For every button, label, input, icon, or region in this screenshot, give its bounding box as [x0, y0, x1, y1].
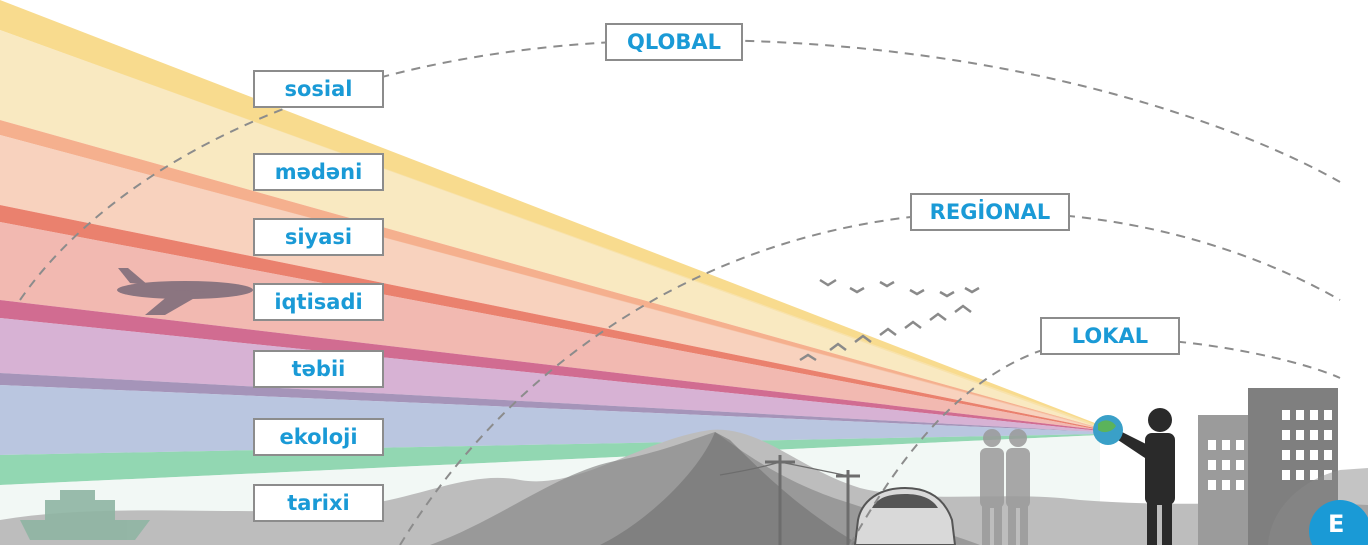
factor-beams	[0, 0, 1100, 545]
beam-madani-soft	[0, 135, 1100, 429]
ship-icon	[20, 490, 150, 540]
beam-madani	[0, 120, 1100, 429]
label-factor-tarixi: tarixi	[253, 484, 384, 522]
label-factor-tabii: təbii	[253, 350, 384, 388]
beam-siyasi-soft	[0, 222, 1100, 430]
people-silhouettes	[980, 429, 1030, 545]
label-global: QLOBAL	[605, 23, 743, 61]
label-local: LOKAL	[1040, 317, 1180, 355]
beam-tabii-soft	[0, 318, 1100, 432]
globe-icon	[1093, 415, 1123, 445]
birds-icon	[799, 278, 980, 362]
airplane-icon	[117, 268, 253, 315]
beam-sosial-soft	[0, 30, 1100, 428]
beam-iqtisadi	[0, 300, 1100, 431]
man-silhouette	[1118, 408, 1175, 545]
label-factor-ekoloji: ekoloji	[253, 418, 384, 456]
label-factor-madani: mədəni	[253, 153, 384, 191]
beam-tarixi	[0, 434, 1100, 485]
car-icon	[853, 486, 957, 545]
label-factor-iqtisadi: iqtisadi	[253, 283, 384, 321]
local-arc	[849, 336, 1341, 545]
label-factor-sosial: sosial	[253, 70, 384, 108]
power-poles	[719, 455, 860, 545]
corner-badge: E	[1309, 500, 1368, 545]
beam-siyasi	[0, 205, 1100, 430]
regional-arc	[399, 210, 1341, 545]
label-factor-siyasi: siyasi	[253, 218, 384, 256]
label-regional: REGİONAL	[910, 193, 1070, 231]
